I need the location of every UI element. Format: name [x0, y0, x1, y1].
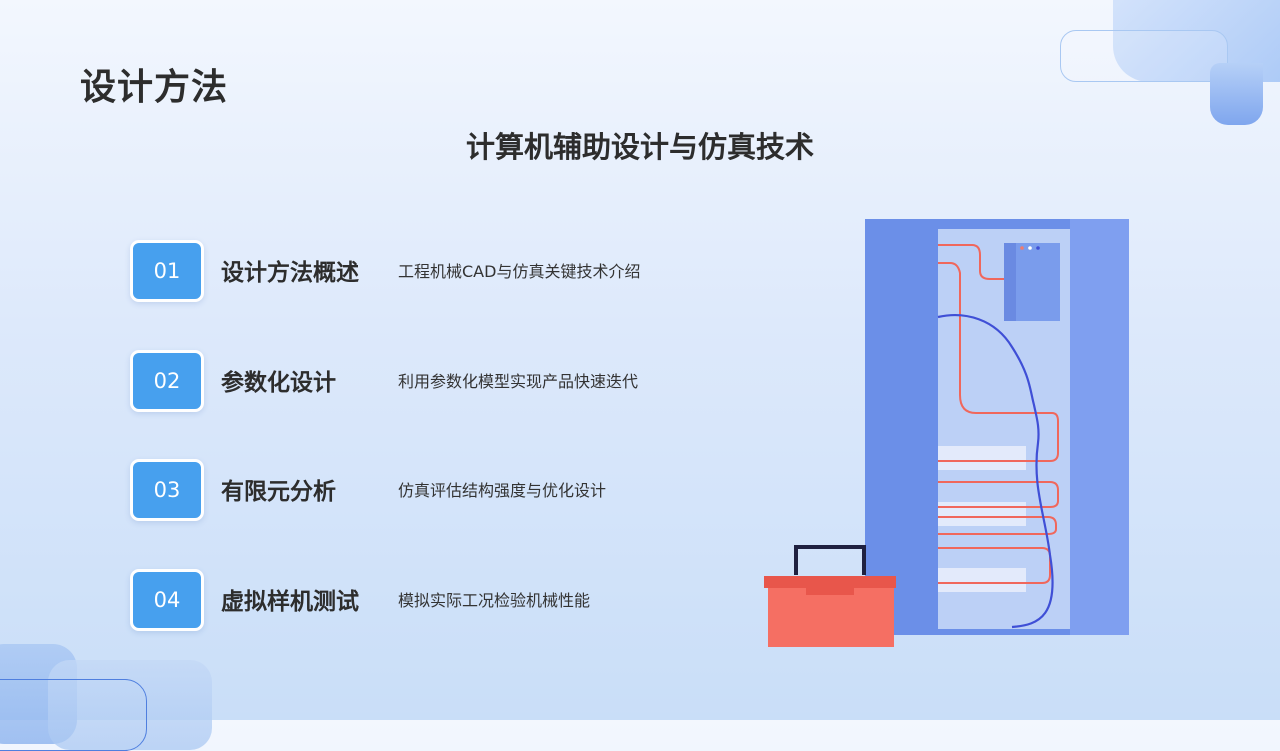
- blue-cable: [937, 314, 1054, 629]
- item-number-badge: 01: [130, 240, 204, 302]
- item-number-badge: 03: [130, 459, 204, 521]
- list-item: 01 设计方法概述 工程机械CAD与仿真关键技术介绍: [130, 240, 690, 306]
- toolbox: [764, 545, 896, 647]
- page-subtitle: 计算机辅助设计与仿真技术: [465, 130, 814, 164]
- item-number-badge: 04: [130, 569, 204, 631]
- red-cable: [938, 244, 1059, 584]
- item-description: 利用参数化模型实现产品快速迭代: [398, 372, 639, 391]
- list-item: 02 参数化设计 利用参数化模型实现产品快速迭代: [130, 350, 690, 416]
- corner-accent-top-right: [1210, 63, 1263, 125]
- item-title: 有限元分析: [221, 479, 336, 505]
- corner-outline-top-right: [1060, 30, 1228, 82]
- server-cabinet: [865, 219, 1129, 635]
- page-title: 设计方法: [80, 67, 229, 108]
- server-cabinet-with-toolbox-icon: [764, 219, 1129, 647]
- item-title: 参数化设计: [221, 370, 336, 396]
- corner-outline-bottom-left: [0, 679, 147, 751]
- list-item: 03 有限元分析 仿真评估结构强度与优化设计: [130, 459, 690, 525]
- item-title: 设计方法概述: [221, 260, 359, 286]
- item-description: 仿真评估结构强度与优化设计: [398, 481, 607, 500]
- list-item: 04 虚拟样机测试 模拟实际工况检验机械性能: [130, 569, 690, 635]
- item-description: 模拟实际工况检验机械性能: [398, 591, 591, 610]
- item-description: 工程机械CAD与仿真关键技术介绍: [398, 262, 641, 281]
- item-number-badge: 02: [130, 350, 204, 412]
- item-title: 虚拟样机测试: [221, 589, 359, 615]
